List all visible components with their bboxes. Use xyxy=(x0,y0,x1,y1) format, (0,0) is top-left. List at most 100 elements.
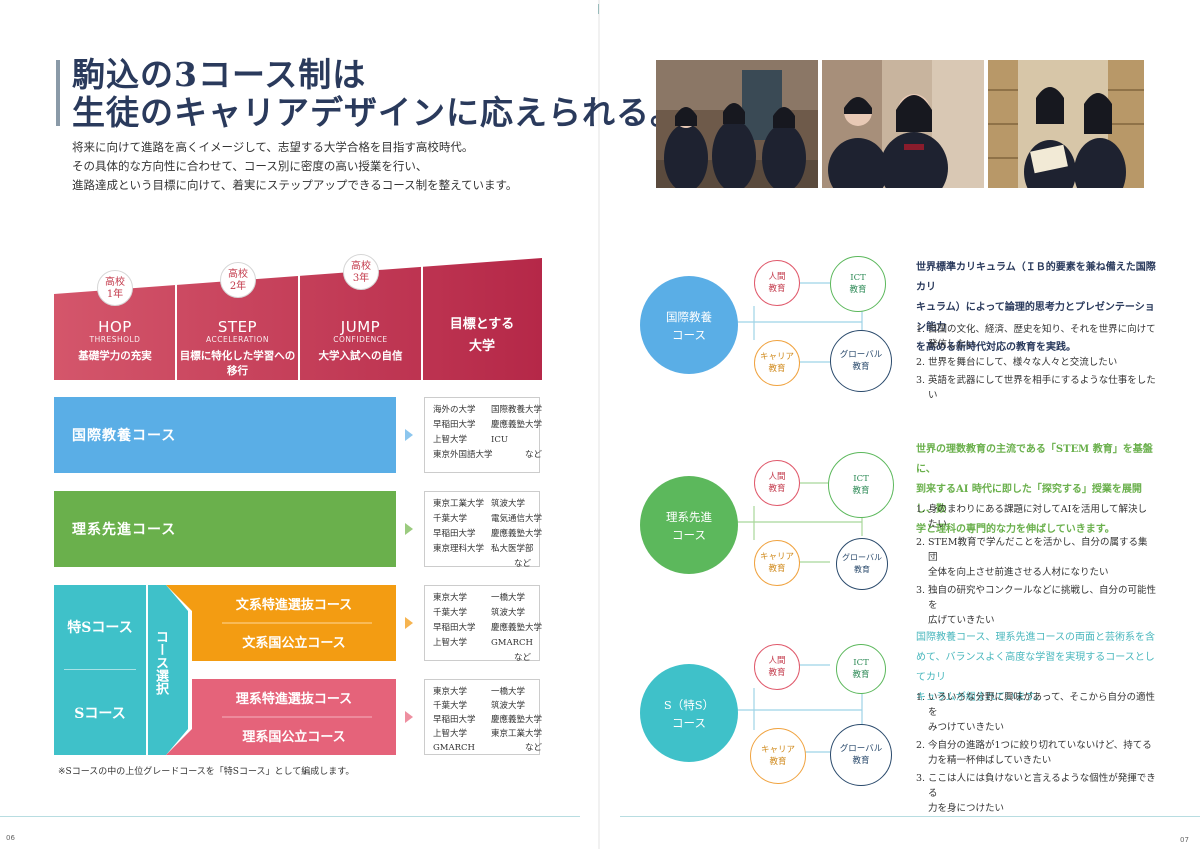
course-circle-label: S（特S） コース xyxy=(640,696,738,732)
course-description-s: 国際教養コース、理系先進コースの両面と芸術系を含 めて、バランスよく高度な学習を… xyxy=(916,628,1156,708)
bunkei-kokkoritsu-label: 文系国公立コース xyxy=(242,636,346,651)
lead-line: 将来に向けて進路を高くイメージして、志望する大学合格を目指す高校時代。 xyxy=(72,140,474,154)
node-line: 人間 xyxy=(768,472,786,482)
course-circle-label: 理系先進 コース xyxy=(640,508,738,544)
node-line: キャリア xyxy=(759,352,794,362)
university: 国際教養大学 xyxy=(491,405,543,415)
goal-item: 2.世界を舞台にして、様々な人々と交流したい xyxy=(916,355,1156,370)
stage-name: JUMP xyxy=(340,318,381,336)
university: 一橋大学 xyxy=(491,593,526,603)
rikei-band xyxy=(166,679,396,755)
global-node: グローバル 教育 xyxy=(830,330,892,392)
goal-item: 3.英語を武器にして世界を相手にするような仕事をしたい xyxy=(916,373,1156,403)
node-line: グローバル xyxy=(839,350,883,360)
university: 筑波大学 xyxy=(491,608,526,618)
course-circle-label: 国際教養 コース xyxy=(640,308,738,344)
university: 千葉大学 xyxy=(433,608,468,618)
node-line: 教育 xyxy=(854,565,870,574)
goal-text: 身のまわりにある課題に対してAIを活用して解決し xyxy=(928,504,1148,515)
description-line: 国際教養コース、理系先進コースの両面と芸術系を含 xyxy=(916,632,1155,643)
lead-paragraph: 将来に向けて進路を高くイメージして、志望する大学合格を目指す高校時代。 その具体… xyxy=(72,138,517,195)
arrow-icon xyxy=(405,617,413,629)
photo-placeholder xyxy=(822,60,984,188)
university: 早稲田大学 xyxy=(433,715,476,725)
description-line: キュラムが組まれています。 xyxy=(916,692,1045,703)
course-name-line: S（特S） xyxy=(663,698,715,712)
title-line-1: 駒込の3コース制は xyxy=(72,55,367,94)
node-line: 教育 xyxy=(852,362,870,372)
badge-line: 1年 xyxy=(106,289,124,300)
stage-jump: 高校 3年 JUMP CONFIDENCE 大学入試への自信 xyxy=(299,254,422,380)
node-line: 教育 xyxy=(768,484,786,494)
university: GMARCH xyxy=(433,743,475,753)
course-name-line: 理系先進 xyxy=(666,510,712,524)
goal-item: 2.今自分の進路が1つに絞り切れていないけど、持てる力を精一杯伸ばしていきたい xyxy=(916,738,1156,768)
title-accent-bar xyxy=(56,60,60,126)
page-title: 駒込の3コース制は 生徒のキャリアデザインに応えられる。 xyxy=(72,56,684,132)
goal-number: 1. xyxy=(916,324,926,335)
node-line: 人間 xyxy=(768,272,786,282)
goal-item: 3.独自の研究やコンクールなどに挑戦し、自分の可能性を広げていきたい xyxy=(916,583,1156,628)
course-diagram-s: S（特S） コース 人間 教育 ICT 教育 キャリア 教育 グローバル 教育 xyxy=(640,644,900,794)
description-line: めて、バランスよく高度な学習を実現するコースとしてカリ xyxy=(916,652,1155,683)
goal-number: 1. xyxy=(916,504,926,515)
node-line: 教育 xyxy=(768,564,786,574)
ict-node: ICT 教育 xyxy=(836,644,886,694)
ningen-node: 人間 教育 xyxy=(754,260,800,306)
node-line: ICT xyxy=(850,273,866,283)
course-name-line: コース xyxy=(672,328,706,342)
page-spine xyxy=(598,0,600,849)
badge-line: 高校 xyxy=(351,261,371,272)
stage-sub: CONFIDENCE xyxy=(333,335,388,344)
badge-line: 3年 xyxy=(352,273,370,284)
divider xyxy=(64,669,136,670)
stage-sub: THRESHOLD xyxy=(89,335,141,344)
etc-label: など xyxy=(513,559,531,569)
etc-label: など xyxy=(525,450,543,460)
goal-list-s: 1.いろいろな分野に興味があって、そこから自分の適性をみつけていきたい 2.今自… xyxy=(916,690,1156,819)
course-diagram-rikei: 理系先進 コース 人間 教育 ICT 教育 キャリア 教育 グローバル 教育 xyxy=(640,452,900,602)
footer-rule xyxy=(0,816,580,817)
arrow-icon xyxy=(405,429,413,441)
goal-list-kokusai: 1.自国の文化、経済、歴史を知り、それを世界に向けて発信したい 2.世界を舞台に… xyxy=(916,322,1156,406)
university: ICU xyxy=(491,435,509,445)
arrow-icon xyxy=(405,523,413,535)
s-course-label: Sコース xyxy=(74,706,126,722)
university: 筑波大学 xyxy=(491,701,526,711)
course-circle xyxy=(640,476,738,574)
university: 千葉大学 xyxy=(433,701,468,711)
page-number-right: 07 xyxy=(1180,836,1189,844)
title-line-2: 生徒のキャリアデザインに応えられる。 xyxy=(72,93,684,132)
goal-list-rikei: 1.身のまわりにある課題に対してAIを活用して解決したい 2.STEM教育で学ん… xyxy=(916,502,1156,631)
goal-item: 3.ここは人には負けないと言えるような個性が発揮できる力を身につけたい xyxy=(916,771,1156,816)
goal-number: 3. xyxy=(916,375,926,386)
university: 東京工業大学 xyxy=(433,499,485,509)
university: 慶應義塾大学 xyxy=(491,715,543,725)
university: 慶應義塾大学 xyxy=(491,529,543,539)
node-line: キャリア xyxy=(759,552,794,562)
course-bar-kokusai: 国際教養コース xyxy=(54,397,396,473)
footer-rule xyxy=(620,816,1200,817)
career-node: キャリア 教育 xyxy=(750,728,806,784)
goal-line: 目標とする xyxy=(449,317,515,332)
goal-item: 1.自国の文化、経済、歴史を知り、それを世界に向けて発信したい xyxy=(916,322,1156,352)
spine-mark xyxy=(598,4,599,14)
university: 電気通信大学 xyxy=(491,514,543,524)
node-line: ICT xyxy=(853,658,869,668)
node-line: 教育 xyxy=(852,670,870,680)
node-line: 教育 xyxy=(768,364,786,374)
goal-text: 英語を武器にして世界を相手にするような仕事をしたい xyxy=(928,375,1156,401)
stage-step: 高校 2年 STEP ACCELERATION 目標に特化した学習への移行 xyxy=(176,258,299,380)
university: 筑波大学 xyxy=(491,499,526,509)
rikei-tokushin-label: 理系特進選抜コース xyxy=(235,692,353,707)
university: 早稲田大学 xyxy=(433,420,476,430)
lead-line: 進路達成という目標に向けて、着実にステップアップできるコース制を整えています。 xyxy=(72,178,518,192)
photo-students-smiling xyxy=(822,60,984,188)
university: 海外の大学 xyxy=(433,405,476,415)
university: 早稲田大学 xyxy=(433,623,476,633)
course-name-line: 国際教養 xyxy=(666,310,712,324)
university: 早稲田大学 xyxy=(433,529,476,539)
photo-placeholder xyxy=(656,60,818,188)
node-line: 教育 xyxy=(769,757,787,767)
stage-goal: 目標とする 大学 xyxy=(422,258,542,380)
